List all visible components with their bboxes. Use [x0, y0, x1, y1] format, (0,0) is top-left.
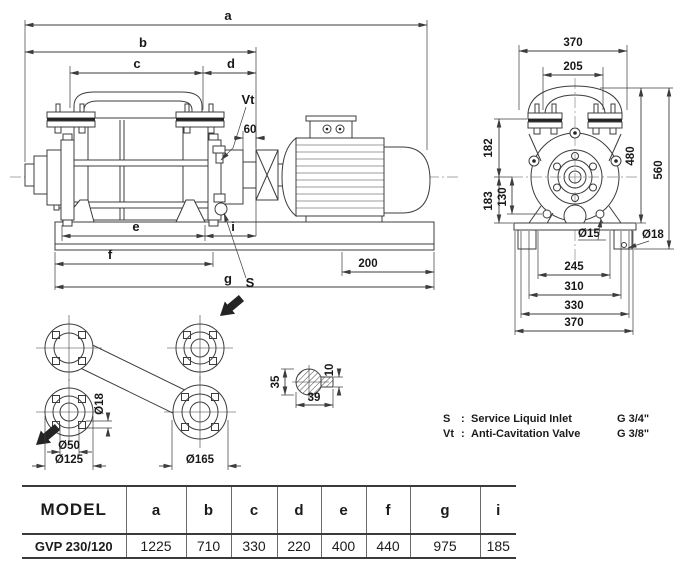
s-leader-line [223, 212, 247, 279]
flange-detail-dimensions: Ø18 Ø50 Ø125 Ø165 [32, 393, 241, 470]
dim-label-245: 245 [564, 261, 584, 273]
cell-a: 1225 [125, 534, 186, 558]
front-view-dimensions: 370 205 182 183 130 480 560 Ø15 [483, 37, 674, 335]
view-direction-arrow-bottom [36, 423, 61, 445]
column-header-e: e [320, 486, 366, 534]
dim-label-370-bottom: 370 [564, 317, 583, 329]
column-header-i: i [479, 486, 516, 534]
column-header-f: f [365, 486, 410, 534]
legend-separator: : [461, 428, 465, 440]
front-flange-left [527, 103, 563, 135]
legend-size-vt: G 3/8" [617, 428, 650, 440]
dim-label-130: 130 [497, 187, 509, 206]
dim-label-b: b [139, 35, 147, 50]
flange-detail: Ø18 Ø50 Ø125 Ø165 [32, 294, 245, 470]
vt-leader-line [220, 106, 247, 161]
dim-label-200: 200 [358, 258, 377, 270]
motor [281, 115, 431, 223]
discharge-flange [175, 103, 225, 134]
pump-casing [24, 91, 244, 227]
legend-description-vt: Anti-Cavitation Valve [471, 428, 581, 440]
table-header-row: MODEL a b c d e f g i [22, 486, 516, 534]
cell-i: 185 [479, 534, 516, 558]
legend-description-s: Service Liquid Inlet [471, 413, 572, 425]
legend-symbol-s: S [443, 413, 451, 425]
dim-label-35: 35 [270, 375, 282, 388]
cell-d: 220 [276, 534, 321, 558]
cell-g: 975 [409, 534, 480, 558]
column-header-a: a [125, 486, 186, 534]
view-direction-arrow-top [220, 294, 245, 316]
side-view: a b c d 60 e i f [10, 8, 458, 290]
column-header-g: g [409, 486, 480, 534]
dim-label-e: e [132, 219, 139, 234]
dim-label-560: 560 [653, 160, 665, 179]
motor-bell [281, 136, 297, 218]
dimension-table: MODEL a b c d e f g i GVP 230/120 1225 7… [22, 485, 516, 559]
dim-label-60: 60 [244, 124, 257, 136]
legend: S : Service Liquid Inlet G 3/4" Vt : Ant… [443, 412, 649, 442]
front-view: 370 205 182 183 130 480 560 Ø15 [483, 37, 674, 335]
column-header-model: MODEL [40, 500, 107, 519]
side-view-dimensions: a b c d 60 e i f [24, 8, 435, 290]
motor-end-cap [383, 146, 431, 214]
shaft-flange [547, 149, 603, 205]
front-casing [513, 85, 637, 250]
dim-label-330: 330 [564, 300, 583, 312]
cell-f: 440 [365, 534, 410, 558]
dim-label-10: 10 [324, 364, 336, 377]
legend-row-vt: Vt : Anti-Cavitation Valve G 3/8" [443, 427, 649, 442]
flange-bottom-right [164, 376, 236, 448]
callout-label-s: S [246, 275, 255, 290]
legend-separator: : [461, 413, 465, 425]
dim-label-f: f [108, 247, 113, 262]
suction-flange [46, 103, 96, 134]
dim-label-g: g [224, 271, 232, 286]
dim-label-182: 182 [483, 138, 495, 157]
dim-label-183: 183 [483, 191, 495, 210]
service-liquid-inlet-valve [213, 193, 228, 216]
front-base [513, 222, 637, 250]
terminal-box [305, 115, 357, 139]
technical-drawing: a b c d 60 e i f [10, 8, 674, 470]
cell-b: 710 [185, 534, 231, 558]
dim-label-dia15: Ø15 [578, 228, 600, 240]
motor-body [295, 137, 385, 217]
cell-model: GVP 230/120 [34, 538, 113, 554]
dim-label-370-top: 370 [563, 37, 582, 49]
table-row: GVP 230/120 1225 710 330 220 400 440 975… [22, 534, 516, 558]
dim-label-dia18-flange: Ø18 [94, 393, 106, 415]
callout-label-vt: Vt [242, 92, 256, 107]
cell-c: 330 [230, 534, 277, 558]
dim-label-a: a [224, 8, 232, 23]
legend-size-s: G 3/4" [617, 413, 650, 425]
dim-label-d: d [227, 56, 235, 71]
dim-label-dia165: Ø165 [186, 454, 215, 466]
dim-label-dia18-front: Ø18 [642, 229, 664, 241]
bearing-housing-left [24, 133, 75, 227]
front-flange-right [587, 103, 623, 135]
dim-label-480: 480 [625, 146, 637, 165]
flange-top-right [167, 315, 233, 381]
column-header-c: c [230, 486, 277, 534]
dim-label-dia50: Ø50 [58, 440, 80, 452]
legend-row-s: S : Service Liquid Inlet G 3/4" [443, 412, 649, 427]
flange-bottom-left [36, 379, 102, 445]
flange-top-left [36, 315, 102, 381]
dim-label-i: i [231, 219, 235, 234]
shaft-detail: 35 39 10 [270, 364, 343, 408]
dim-label-310: 310 [564, 281, 583, 293]
dim-label-39: 39 [308, 392, 321, 404]
motor-foot [305, 215, 383, 223]
column-header-d: d [276, 486, 321, 534]
dim-label-dia125: Ø125 [55, 454, 84, 466]
pump-foot-right [175, 199, 206, 223]
legend-symbol-vt: Vt [443, 428, 454, 440]
cell-e: 400 [320, 534, 366, 558]
column-header-b: b [185, 486, 231, 534]
dim-label-c: c [133, 56, 140, 71]
dim-label-205: 205 [563, 61, 583, 73]
shaft-detail-dimensions: 35 39 10 [270, 364, 343, 408]
